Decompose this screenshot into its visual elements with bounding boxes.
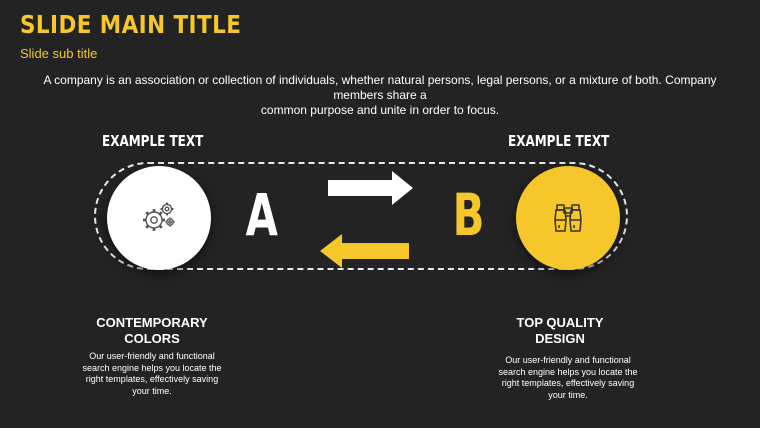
slide-description: A company is an association or collectio… [20, 73, 740, 118]
letter-a: A [245, 181, 278, 249]
feature-title-top-quality-design: TOP QUALITY DESIGN [488, 315, 632, 347]
letter-b: B [452, 181, 485, 249]
arrow-left-icon [320, 234, 409, 268]
feature-text-top-quality-design: Our user-friendly and functional search … [488, 355, 648, 401]
feature-text-contemporary-colors: Our user-friendly and functional search … [72, 351, 232, 397]
dashed-capsule-outline [94, 162, 628, 270]
feature-text-line: your time. [132, 385, 172, 396]
description-line-2: common purpose and unite in order to foc… [260, 103, 500, 117]
slide-subtitle: Slide sub title [20, 46, 98, 61]
left-icon-circle [107, 166, 211, 270]
feature-text-line: right templates, effectively saving [85, 374, 219, 384]
feature-title-line: DESIGN [535, 331, 585, 346]
feature-title-line: COLORS [124, 331, 180, 346]
binoculars-icon [554, 204, 582, 232]
feature-title-line: TOP QUALITY [516, 315, 604, 330]
feature-text-line: Our user-friendly and functional [505, 355, 631, 365]
feature-text-line: search engine helps you locate the [498, 366, 638, 377]
feature-text-line: search engine helps you locate the [82, 362, 222, 373]
gears-icon [143, 202, 175, 231]
slide-title: SLIDE MAIN TITLE [20, 10, 242, 39]
feature-text-line: Our user-friendly and functional [89, 351, 215, 361]
right-icon-circle [516, 166, 620, 270]
feature-text-line: your time. [548, 389, 588, 400]
feature-text-line: right templates, effectively saving [501, 378, 635, 388]
arrow-right-icon [328, 171, 413, 205]
right-example-label: EXAMPLE TEXT [508, 132, 610, 150]
left-example-label: EXAMPLE TEXT [102, 132, 204, 150]
feature-title-line: CONTEMPORARY [96, 315, 208, 330]
feature-title-contemporary-colors: CONTEMPORARY COLORS [80, 315, 224, 347]
description-line-1: A company is an association or collectio… [43, 73, 717, 102]
